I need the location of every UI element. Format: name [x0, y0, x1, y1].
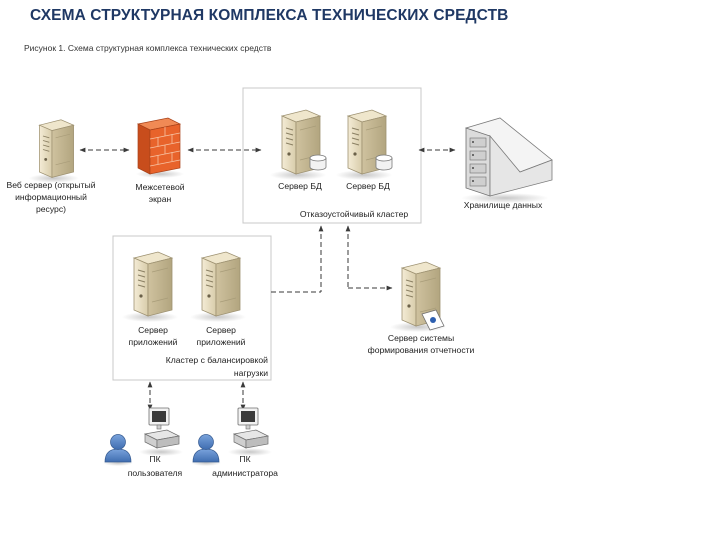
user-pc-label-line-2: пользователя	[128, 468, 183, 478]
app-server-1-label-line-1: Сервер	[138, 325, 168, 335]
firewall-brick-icon	[136, 117, 184, 178]
admin-pc-node: ПК администратора	[190, 407, 278, 478]
db-server-1-label: Сервер БД	[278, 181, 322, 191]
app-server-2-label-line-1: Сервер	[206, 325, 236, 335]
page-title: СХЕМА СТРУКТУРНАЯ КОМПЛЕКСА ТЕХНИЧЕСКИХ …	[30, 7, 509, 24]
admin-pc-label-line-1: ПК	[239, 454, 250, 464]
web-server-label-line-2: информационный	[15, 192, 87, 202]
app-server-2-node: Сервер приложений	[189, 251, 247, 347]
user-pc-node: ПК пользователя	[102, 407, 184, 478]
db-server-1-node: Сервер БД	[269, 109, 327, 191]
firewall-node: Межсетевой экран	[135, 117, 185, 204]
failover-cluster-frame	[242, 87, 422, 224]
balancing-cluster-label-line-2: нагрузки	[234, 368, 268, 378]
user-avatar-icon	[102, 434, 134, 467]
figure-caption: Рисунок 1. Схема структурная комплекса т…	[24, 43, 272, 53]
app-server-2-label-line-2: приложений	[197, 337, 246, 347]
user-avatar-icon	[190, 434, 222, 467]
report-server-label-line-1: Сервер системы	[388, 333, 454, 343]
failover-cluster-label: Отказоустойчивый кластер	[300, 209, 408, 219]
storage-label: Хранилище данных	[464, 200, 543, 210]
database-cylinder-icon	[375, 154, 393, 171]
web-server-label-line-1: Веб сервер (открытый	[6, 180, 95, 190]
database-cylinder-icon	[309, 154, 327, 171]
storage-array-icon	[461, 117, 553, 203]
report-server-label-line-2: формирования отчетности	[368, 345, 475, 355]
storage-node: Хранилище данных	[461, 117, 553, 210]
report-document-icon	[421, 309, 445, 331]
firewall-label-line-2: экран	[149, 194, 172, 204]
workstation-icon	[138, 407, 184, 457]
db-server-2-node: Сервер БД	[335, 109, 393, 191]
db-server-2-label: Сервер БД	[346, 181, 390, 191]
admin-pc-label-line-2: администратора	[212, 468, 278, 478]
web-server-label-line-3: ресурс)	[36, 204, 66, 214]
workstation-icon	[227, 407, 273, 457]
user-pc-label-line-1: ПК	[149, 454, 160, 464]
report-server-node: Сервер системы формирования отчетности	[368, 261, 475, 355]
balancing-cluster-label-line-1: Кластер с балансировкой	[166, 355, 268, 365]
firewall-label-line-1: Межсетевой	[135, 182, 184, 192]
web-server-node: Веб сервер (открытый информационный ресу…	[6, 119, 96, 214]
app-server-1-node: Сервер приложений	[121, 251, 179, 347]
app-server-1-label-line-2: приложений	[129, 337, 178, 347]
server-tower-icon	[28, 119, 80, 184]
